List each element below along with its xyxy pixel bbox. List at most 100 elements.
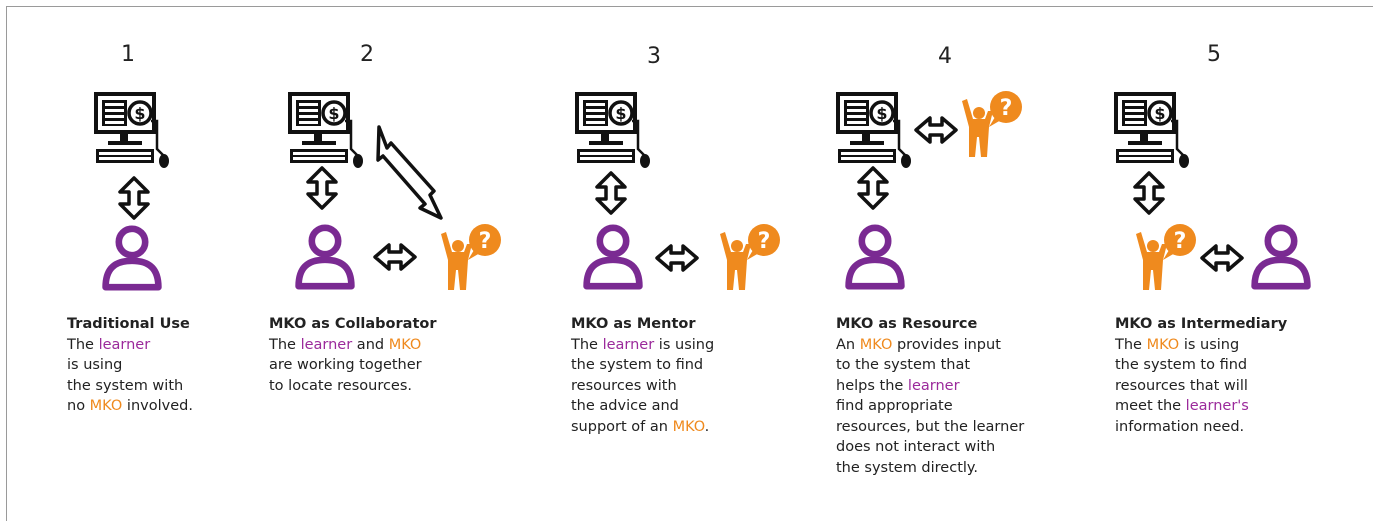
caption-text: the system with [67, 377, 184, 394]
caption-line: meet the learner's [1115, 396, 1287, 417]
mko-icon [962, 91, 1022, 157]
learner-term: learner's [1185, 398, 1249, 414]
caption-text: An [836, 336, 860, 353]
double-arrow-icon [595, 171, 627, 215]
caption-text: The [67, 336, 99, 353]
mko-term: MKO [89, 398, 123, 414]
computer-icon [287, 91, 365, 170]
caption-text: involved. [122, 398, 193, 414]
scenario-title: MKO as Mentor [571, 316, 696, 332]
caption-line: the advice and [571, 396, 714, 417]
figure-frame [6, 6, 1373, 521]
caption-text: The [269, 336, 301, 353]
caption-text: resources with [571, 377, 677, 394]
caption-text: the system to find [571, 357, 704, 373]
double-arrow-icon [1200, 244, 1244, 272]
caption-text: support of an [571, 418, 673, 435]
double-arrow-icon [373, 243, 417, 271]
caption-text: . [704, 418, 710, 435]
caption-text: to locate resources. [269, 377, 413, 394]
caption-text: The [571, 336, 603, 353]
double-arrow-icon [655, 244, 699, 272]
mko-icon [1136, 224, 1196, 290]
scenario-title: Traditional Use [67, 316, 190, 332]
caption-text: find appropriate [836, 398, 953, 414]
caption-line: The learner and MKO [269, 335, 437, 356]
computer-icon [1113, 91, 1191, 170]
caption-line: The MKO is using [1115, 335, 1287, 356]
caption-line: An MKO provides input [836, 335, 1024, 356]
scenario-5-number: 5 [1207, 42, 1221, 67]
caption-text: helps the [836, 377, 908, 394]
computer-icon [835, 91, 913, 170]
scenario-title: MKO as Collaborator [269, 316, 437, 332]
caption-text: the system directly. [836, 459, 979, 476]
mko-icon [720, 224, 780, 290]
caption-line: resources with [571, 376, 714, 397]
computer-icon [93, 91, 171, 170]
caption-text: are working together [269, 357, 422, 373]
mko-term: MKO [672, 418, 705, 435]
caption-line: the system to find [1115, 355, 1287, 376]
mko-term: MKO [1146, 336, 1180, 353]
double-arrow-icon [306, 166, 338, 210]
scenario-4-number: 4 [938, 44, 952, 69]
learner-icon [106, 229, 159, 287]
diagonal-double-arrow-icon [376, 125, 443, 220]
learner-icon [299, 228, 352, 286]
mko-term: MKO [388, 336, 422, 353]
caption-line: resources that will [1115, 376, 1287, 397]
caption-text: is using [654, 336, 715, 353]
caption-text: is using [67, 357, 123, 373]
learner-icon [587, 228, 640, 286]
mko-term: MKO [859, 336, 893, 353]
caption-text: the advice and [571, 398, 679, 414]
caption-line: to locate resources. [269, 376, 437, 397]
caption-text: meet the [1115, 398, 1186, 414]
learner-term: learner [300, 336, 353, 353]
caption-line: resources, but the learner [836, 417, 1024, 438]
caption-line: the system directly. [836, 458, 1024, 479]
double-arrow-icon [857, 166, 889, 210]
mko-icon [441, 224, 501, 290]
caption-line: to the system that [836, 355, 1024, 376]
computer-icon [574, 91, 652, 170]
caption-line: the system to find [571, 355, 714, 376]
caption-line: The learner is using [571, 335, 714, 356]
scenario-2-number: 2 [360, 42, 374, 67]
double-arrow-icon [118, 176, 150, 220]
caption-line: is using [67, 355, 193, 376]
learner-term: learner [907, 377, 960, 394]
caption-text: provides input [892, 336, 1001, 353]
caption-line: information need. [1115, 417, 1287, 438]
caption-text: resources that will [1115, 377, 1248, 394]
caption-text: The [1115, 336, 1147, 353]
caption-line: no MKO involved. [67, 396, 193, 417]
caption-line: does not interact with [836, 437, 1024, 458]
caption-line: find appropriate [836, 396, 1024, 417]
caption-text: resources, but the learner [836, 418, 1025, 435]
caption-text: the system to find [1115, 357, 1248, 373]
caption-line: the system with [67, 376, 193, 397]
caption-text: no [67, 398, 90, 414]
double-arrow-icon [1133, 171, 1165, 215]
learner-icon [849, 228, 902, 286]
caption-text: to the system that [836, 357, 971, 373]
learner-term: learner [602, 336, 655, 353]
caption-line: The learner [67, 335, 193, 356]
scenario-1-number: 1 [121, 42, 135, 67]
caption-text: does not interact with [836, 439, 996, 455]
caption-text: information need. [1115, 418, 1245, 435]
learner-icon [1255, 228, 1308, 286]
caption-line: support of an MKO. [571, 417, 714, 438]
double-arrow-icon [914, 116, 958, 144]
learner-term: learner [98, 336, 151, 353]
caption-line: helps the learner [836, 376, 1024, 397]
caption-line: are working together [269, 355, 437, 376]
